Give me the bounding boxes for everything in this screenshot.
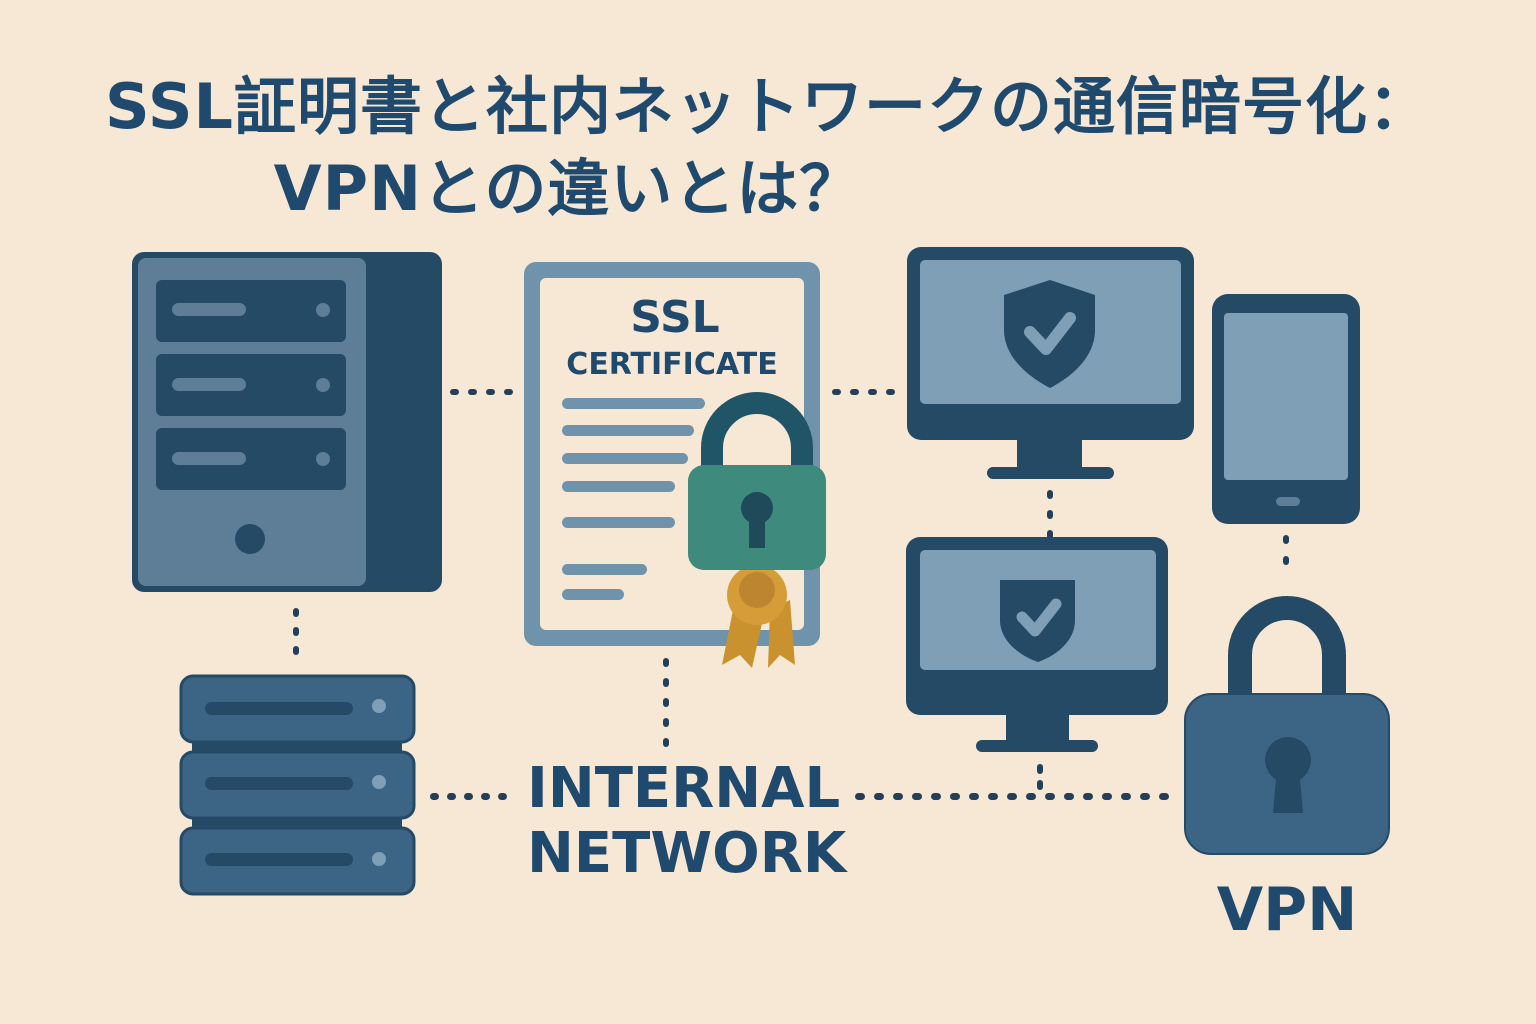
connector-cert-to-network xyxy=(663,658,669,747)
tablet-icon xyxy=(1212,294,1360,524)
padlock-icon xyxy=(688,392,826,570)
ssl-certificate-icon: SSL CERTIFICATE xyxy=(524,262,826,668)
connector-cert-to-monitor xyxy=(832,389,895,395)
connector-lines xyxy=(293,389,1289,800)
title-line-2: VPNとの違いとは？ xyxy=(273,152,863,225)
title-line-1: SSL証明書と社内ネットワークの通信暗号化： xyxy=(104,70,1432,143)
connector-monitor2-to-network xyxy=(1037,764,1043,790)
vpn-padlock-icon xyxy=(1184,596,1390,855)
server-tower-icon xyxy=(132,252,442,592)
vpn-label: VPN xyxy=(1217,875,1358,945)
ribbon-seal-icon xyxy=(722,565,795,668)
monitor-shield-icon xyxy=(907,247,1194,479)
connector-rack-to-network xyxy=(430,793,507,800)
internal-network-label-line2: NETWORK xyxy=(527,821,849,886)
shield-check-icon xyxy=(1004,280,1095,388)
connector-tower-to-rack xyxy=(293,608,299,655)
internal-network-label-line1: INTERNAL xyxy=(527,756,840,821)
connector-monitor-to-monitor xyxy=(1047,490,1053,539)
rack-server-icon xyxy=(179,674,416,896)
certificate-subheading: CERTIFICATE xyxy=(566,347,777,382)
connector-tablet-to-vpn xyxy=(1283,535,1289,565)
monitor-shield-icon-2 xyxy=(906,537,1168,752)
certificate-text-lines xyxy=(562,398,705,600)
connector-network-to-vpn xyxy=(855,793,1169,800)
certificate-heading: SSL xyxy=(630,292,719,343)
connector-server-to-cert xyxy=(450,389,513,395)
